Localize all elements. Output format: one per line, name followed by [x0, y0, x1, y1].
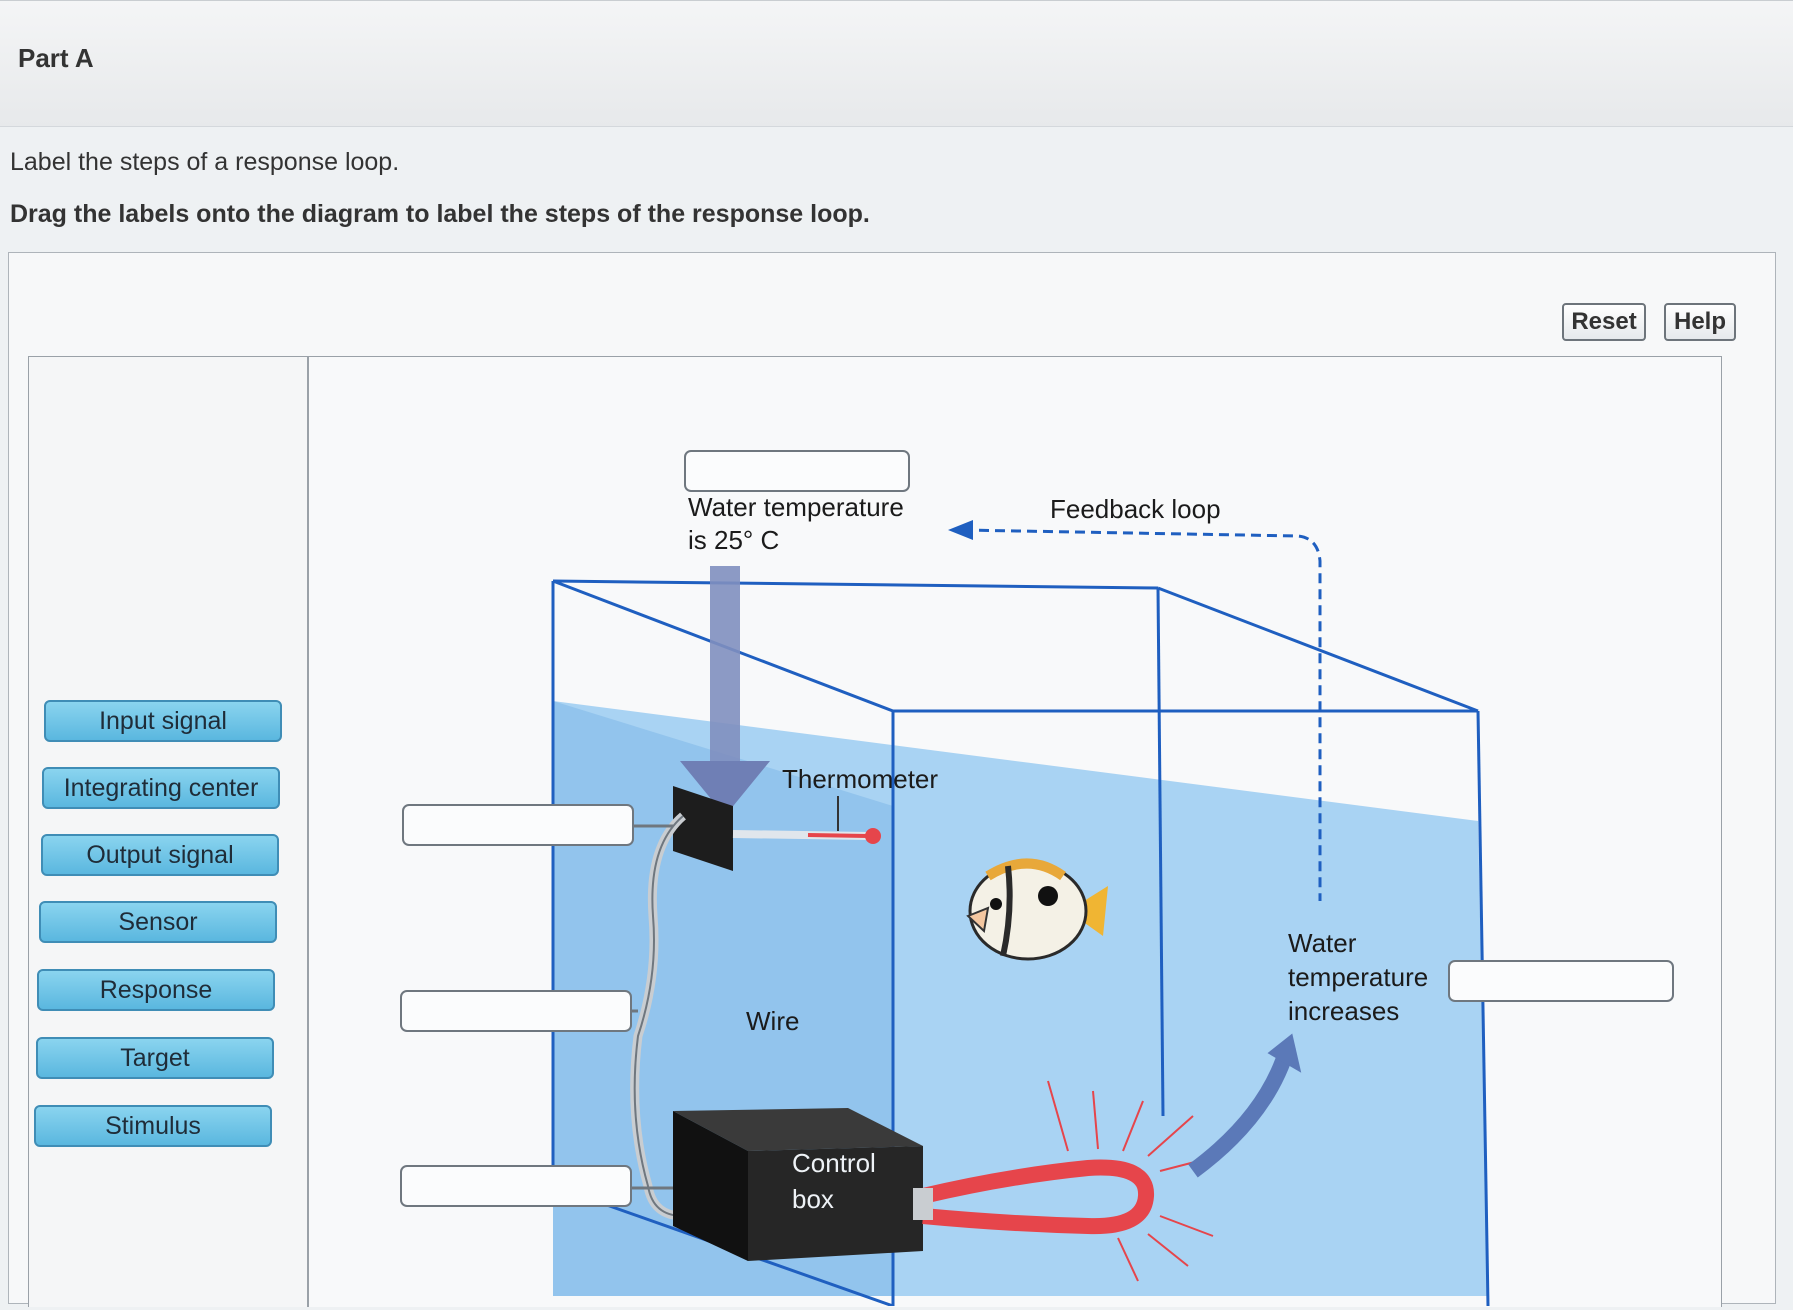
wire-label: Wire — [746, 1006, 800, 1036]
feedback-arrow-head — [948, 520, 973, 540]
aquarium-diagram — [551, 520, 1490, 1306]
dropzone-integrating-center[interactable] — [400, 1165, 632, 1207]
feedback-loop-label: Feedback loop — [1050, 494, 1221, 524]
control-box-front — [748, 1146, 923, 1261]
label-chip-response[interactable]: Response — [37, 969, 275, 1011]
label-chip-integrating-center[interactable]: Integrating center — [42, 767, 280, 809]
heater-coil — [921, 1159, 1154, 1235]
thermometer-mercury — [807, 833, 869, 838]
heater-connector — [913, 1188, 933, 1220]
response-text-line2: temperature — [1288, 962, 1429, 992]
drag-instruction-text: Drag the labels onto the diagram to labe… — [10, 200, 870, 228]
label-chip-stimulus[interactable]: Stimulus — [34, 1105, 272, 1147]
sensor-block — [673, 786, 733, 871]
stimulus-text-line1: Water temperature — [688, 492, 904, 522]
label-chip-input-signal[interactable]: Input signal — [44, 700, 282, 742]
dropzone-sensor[interactable] — [402, 804, 634, 846]
part-header: Part A — [0, 0, 1793, 127]
response-text-line3: increases — [1288, 996, 1400, 1026]
control-box-top — [673, 1108, 923, 1151]
thermometer-bulb — [865, 828, 881, 844]
dropzone-response[interactable] — [1448, 960, 1674, 1002]
stimulus-text-line2: is 25° C — [688, 525, 780, 555]
dropzone-stimulus[interactable] — [684, 450, 910, 492]
stimulus-arrow-head — [680, 761, 770, 816]
stimulus-arrow-shaft — [710, 566, 740, 766]
label-chip-sensor[interactable]: Sensor — [39, 901, 277, 943]
fish-icon — [966, 858, 1108, 961]
dropzone-input-signal[interactable] — [400, 990, 632, 1032]
thermometer-label: Thermometer — [782, 764, 939, 794]
control-box-label-line2: box — [792, 1184, 834, 1214]
reset-button[interactable]: Reset — [1562, 303, 1646, 341]
control-box-label-line1: Control — [792, 1148, 876, 1178]
instruction-text: Label the steps of a response loop. — [10, 148, 400, 176]
label-bank — [28, 356, 308, 1307]
response-arrow-shaft — [1188, 1043, 1296, 1178]
label-chip-output-signal[interactable]: Output signal — [41, 834, 279, 876]
part-title: Part A — [18, 43, 94, 73]
feedback-loop-path — [962, 528, 1322, 901]
response-arrow-head — [1267, 1033, 1302, 1073]
control-box-side — [673, 1111, 748, 1261]
response-text-line1: Water — [1288, 928, 1357, 958]
label-chip-target[interactable]: Target — [36, 1037, 274, 1079]
help-button[interactable]: Help — [1664, 303, 1736, 341]
heat-rays — [1047, 1080, 1219, 1282]
